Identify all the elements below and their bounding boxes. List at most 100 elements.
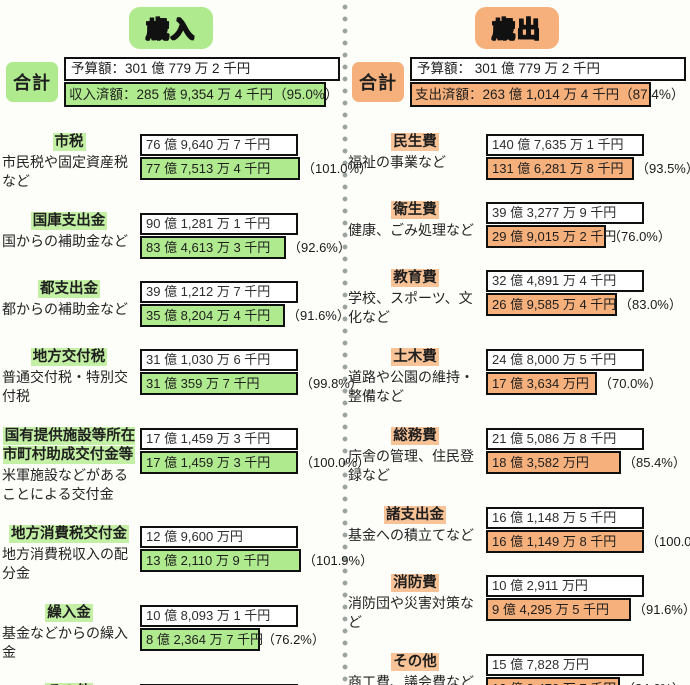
revenue-item-label: 国庫支出金 [2,212,136,231]
expenditure-item-actual-row: 29 億 9,015 万 2 千円（76.0%） [486,225,671,248]
revenue-item-text: 都支出金都からの補助金など [2,280,136,319]
expenditure-item-actual-bar: 17 億 3,634 万円 [486,372,597,395]
expenditure-item-description: 道路や公園の維持・整備など [348,369,474,404]
expenditure-item-percentage: （91.6%） [633,602,690,617]
revenue-received-text: 収入済額：285 億 9,354 万 4 千円（95.0%） [69,87,339,102]
revenue-item-label-highlight: 繰入金 [45,604,93,622]
expenditure-item-actual-row: 13 億 3,470 万 7 千円（84.6%） [486,677,685,685]
revenue-column: 歳入 合計 予算額：301 億 779 万 2 千円 収入済額：285 億 9,… [2,0,373,685]
expenditure-total-row: 合計 予算額： 301 億 779 万 2 千円 支出済額：263 億 1,01… [352,57,686,107]
revenue-item-text: 繰入金基金などからの繰入金 [2,604,136,662]
revenue-item-description: 米軍施設などがあることによる交付金 [2,467,128,502]
revenue-item-budget-bar: 10 億 8,093 万 1 千円 [140,605,298,627]
expenditure-item-percentage: （100.0%） [646,534,690,549]
revenue-item-actual-row: 83 億 4,613 万 3 千円（92.6%） [140,236,351,259]
revenue-item-percentage: （91.6%） [287,308,350,323]
revenue-item-description: 都からの補助金など [2,301,128,317]
revenue-item-budget-bar: 12 億 9,600 万円 [140,526,298,548]
expenditure-item-label-highlight: 諸支出金 [384,506,446,524]
expenditure-item-actual-bar: 9 億 4,295 万 5 千円 [486,598,631,621]
expenditure-item-label: 消防費 [348,574,482,593]
expenditure-item-actual-bar: 13 億 3,470 万 7 千円 [486,677,620,685]
revenue-item-label-highlight: 都支出金 [38,280,100,298]
expenditure-item-text: 総務費庁舎の管理、住民登録など [348,427,482,485]
expenditure-item-percentage: （76.0%） [608,229,671,244]
revenue-item-text: 国庫支出金国からの補助金など [2,212,136,251]
expenditure-item-label-highlight: 土木費 [391,348,439,366]
revenue-item-description: 市民税や固定資産税など [2,154,128,189]
revenue-item-budget-bar: 39 億 1,212 万 7 千円 [140,281,298,303]
expenditure-spent-bar: 支出済額：263 億 1,014 万 4 千円（87.4%） [410,82,686,107]
revenue-item-label: 国有提供施設等所在市町村助成交付金等 [2,427,136,465]
revenue-total-row: 合計 予算額：301 億 779 万 2 千円 収入済額：285 億 9,354… [6,57,340,107]
revenue-item-actual-bar: 35 億 8,204 万 4 千円 [140,304,285,327]
revenue-item-description: 地方消費税収入の配分金 [2,546,128,581]
revenue-item-actual-row: 17 億 1,459 万 3 千円（100.0%） [140,451,370,474]
expenditure-item-label: 民生費 [348,133,482,152]
expenditure-item-description: 庁舎の管理、住民登録など [348,448,474,483]
revenue-item-description: 普通交付税・特別交付税 [2,369,128,404]
revenue-item-actual-row: 77 億 7,513 万 4 千円（101.0%） [140,157,372,180]
expenditure-item-budget-bar: 21 億 5,086 万 8 千円 [486,428,644,450]
expenditure-item-budget-bar: 10 億 2,911 万円 [486,575,644,597]
expenditure-item-actual-bar: 29 億 9,015 万 2 千円 [486,225,616,248]
revenue-item-label: 市税 [2,133,136,152]
expenditure-spent-text: 支出済額：263 億 1,014 万 4 千円（87.4%） [415,87,685,102]
revenue-item-percentage: （101.0%） [302,161,373,176]
expenditure-item-actual-bar: 26 億 9,585 万 4 千円 [486,293,617,316]
revenue-item-actual-bar: 31 億 359 万 7 千円 [140,372,298,395]
expenditure-item-budget-bar: 39 億 3,277 万 9 千円 [486,202,644,224]
revenue-received-bar: 収入済額：285 億 9,354 万 4 千円（95.0%） [64,82,340,107]
expenditure-item-actual-row: 131 億 6,281 万 8 千円（93.5%） [486,157,690,180]
expenditure-item-text: その他商工費、議会費など [348,653,482,685]
expenditure-title-badge: 歳出 [475,7,559,49]
expenditure-item-budget-bar: 16 億 1,148 万 5 千円 [486,507,644,529]
revenue-item-actual-bar: 8 億 2,364 万 7 千円 [140,628,263,651]
revenue-item-actual-row: 13 億 2,110 万 9 千円（101.9%） [140,549,373,572]
expenditure-total-bars: 予算額： 301 億 779 万 2 千円 支出済額：263 億 1,014 万… [410,57,686,107]
expenditure-total-label: 合計 [352,62,404,102]
expenditure-item-description: 学校、スポーツ、文化など [348,290,473,325]
revenue-item-label-highlight: 市税 [52,133,86,151]
expenditure-budget-bar: 予算額： 301 億 779 万 2 千円 [410,57,686,81]
revenue-item-text: 地方消費税交付金地方消費税収入の配分金 [2,525,136,583]
revenue-item-label-highlight: 国有提供施設等所在市町村助成交付金等 [2,427,136,464]
expenditure-item-label: 教育費 [348,269,482,288]
revenue-item-actual-row: 31 億 359 万 7 千円（99.8%） [140,372,363,395]
revenue-item-percentage: （100.0%） [300,455,371,470]
revenue-item-budget-bar: 90 億 1,281 万 1 千円 [140,213,298,235]
revenue-item-label: 地方交付税 [2,348,136,367]
revenue-item-percentage: （101.9%） [303,553,374,568]
expenditure-item-text: 土木費道路や公園の維持・整備など [348,348,482,406]
expenditure-item-label-highlight: 教育費 [391,269,439,287]
expenditure-item-label-highlight: 総務費 [391,427,439,445]
expenditure-item-actual-row: 17 億 3,634 万円（70.0%） [486,372,662,395]
expenditure-item-actual-row: 26 億 9,585 万 4 千円（83.0%） [486,293,682,316]
revenue-item-percentage: （76.2%） [262,632,325,647]
expenditure-item-percentage: （70.0%） [599,376,662,391]
revenue-item-percentage: （99.8%） [300,376,363,391]
expenditure-item-text: 衛生費健康、ごみ処理など [348,201,482,240]
revenue-item-actual-bar: 17 億 1,459 万 3 千円 [140,451,298,474]
expenditure-spent-fill [410,82,652,107]
expenditure-item-budget-bar: 140 億 7,635 万 1 千円 [486,134,644,156]
expenditure-item-label-highlight: 民生費 [391,133,439,151]
expenditure-item-actual-bar: 131 億 6,281 万 8 千円 [486,157,634,180]
revenue-item-budget-bar: 31 億 1,030 万 6 千円 [140,349,298,371]
